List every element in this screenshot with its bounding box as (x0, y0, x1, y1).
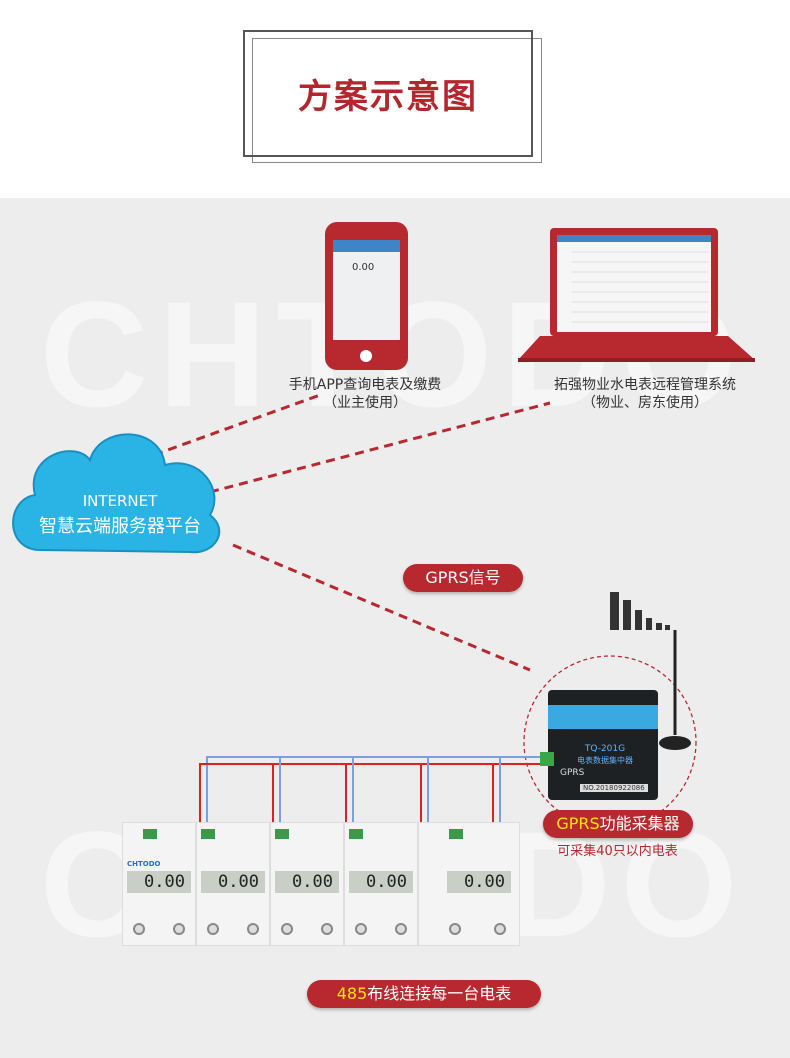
laptop-label-line2: （物业、房东使用） (582, 395, 708, 411)
cloud-label-line1: INTERNET (82, 492, 158, 510)
collector-sub-label: 可采集40只以内电表 (557, 844, 678, 859)
rs485-badge: 485布线连接每一台电表 (307, 980, 541, 1008)
collector-badge-highlight: GPRS (556, 814, 600, 833)
title-frame (243, 30, 533, 157)
dashed-link-laptop (209, 401, 551, 494)
phone-label: 手机APP查询电表及缴费 （业主使用） (255, 376, 475, 412)
title-frame-back (252, 38, 542, 163)
laptop-label: 拓强物业水电表远程管理系统 （物业、房东使用） (520, 376, 770, 412)
meter-reading: 0.00 (349, 871, 413, 893)
laptop-label-line1: 拓强物业水电表远程管理系统 (554, 377, 736, 393)
meter-3: 0.00 (270, 822, 344, 946)
cloud-label-line2: 智慧云端服务器平台 (39, 516, 201, 537)
dashed-link-collector (232, 543, 531, 672)
meter-reading: 0.00 (447, 871, 511, 893)
signal-bars-icon (610, 592, 670, 630)
collector-model: TQ-201G (584, 744, 626, 754)
collector-badge: GPRS功能采集器 (543, 810, 693, 838)
meter-5: 0.00 (418, 822, 520, 946)
rs485-highlight: 485 (336, 984, 368, 1003)
phone-screen-value: 0.00 (352, 262, 375, 273)
meter-reading: 0.00 (201, 871, 265, 893)
wire-blue (206, 756, 548, 830)
collector-device-name: 电表数据集中器 (577, 756, 633, 765)
meter-brand: CHTODO (127, 860, 161, 868)
collector-badge-text: 功能采集器 (599, 814, 680, 833)
phone-label-line1: 手机APP查询电表及缴费 (288, 377, 442, 393)
wire-red (199, 763, 548, 830)
cloud-icon (12, 433, 221, 554)
meter-4: 0.00 (344, 822, 418, 946)
dashed-link-phone (139, 393, 321, 462)
header-area (0, 0, 790, 198)
meter-reading: 0.00 (275, 871, 339, 893)
rs485-text: 布线连接每一台电表 (367, 984, 512, 1003)
page-title: 方案示意图 (298, 77, 478, 117)
collector-gprs-text: GPRS (560, 768, 585, 778)
collector-serial: NO.20180922086 (580, 784, 648, 792)
meter-reading: 0.00 (127, 871, 191, 893)
phone-label-line2: （业主使用） (323, 395, 407, 411)
meter-2: 0.00 (196, 822, 270, 946)
gprs-signal-badge: GPRS信号 (403, 564, 523, 592)
meter-1: CHTODO 0.00 (122, 822, 213, 946)
